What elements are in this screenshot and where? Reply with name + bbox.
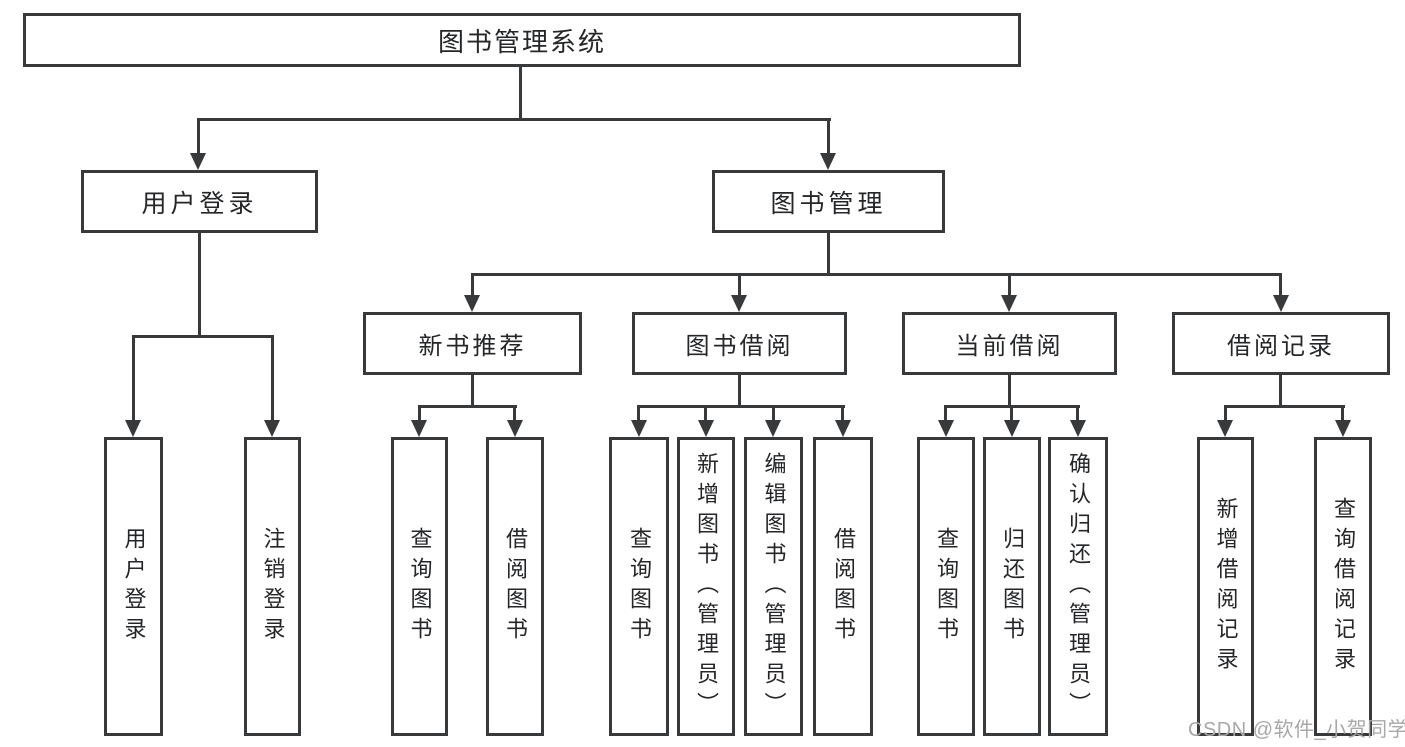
connector-l2-drop (1008, 273, 1011, 297)
connector-book-mgmt-stem (827, 232, 830, 273)
arrow-down-icon (1004, 420, 1020, 437)
connector-leaf-drop (513, 405, 516, 422)
connector-user-login-split (132, 335, 274, 338)
connector-leaf-drop (841, 405, 844, 422)
connector-leaf-drop (1341, 405, 1344, 422)
connector-l2-drop (738, 273, 741, 297)
node-branch-user-login-label: 用户登录 (141, 189, 258, 218)
leaf-current-query-label: 查询图书 (934, 526, 959, 647)
leaf-newbooks-borrow-label: 借阅图书 (503, 526, 528, 647)
leaf-user-login-label: 用户登录 (121, 526, 147, 647)
leaf-logout: 注销登录 (244, 437, 301, 736)
arrow-down-icon (1335, 420, 1351, 437)
connector-book-mgmt-drop (827, 118, 830, 155)
leaf-records-add-label: 新增借阅记录 (1213, 496, 1239, 677)
arrow-down-icon (938, 420, 954, 437)
connector-l2-drop (471, 273, 474, 297)
connector-leaf-drop (1010, 405, 1013, 422)
leaf-newbooks-query: 查询图书 (391, 437, 448, 736)
leaf-borrow-query-label: 查询图书 (627, 526, 652, 647)
leaf-newbooks-query-label: 查询图书 (407, 526, 433, 647)
node-new-books-label: 新书推荐 (418, 333, 527, 360)
connector-leaf-drop (271, 335, 274, 421)
connector-book-borrow-split (637, 405, 845, 408)
watermark: CSDN @软件_小贺同学 (1188, 719, 1405, 741)
connector-leaf-drop (944, 405, 947, 422)
connector-new-books-stem (471, 375, 474, 405)
leaf-records-query-label: 查询借阅记录 (1331, 496, 1356, 677)
arrow-down-icon (190, 153, 206, 170)
connector-new-books-split (418, 405, 517, 408)
connector-root-stem (519, 67, 522, 118)
node-borrow-records: 借阅记录 (1172, 312, 1390, 375)
connector-leaf-drop (772, 405, 775, 422)
node-borrow-records-label: 借阅记录 (1227, 333, 1335, 360)
arrow-down-icon (507, 420, 523, 437)
leaf-borrow-edit-admin-label: 编辑图书（管理员） (761, 451, 787, 722)
leaf-borrow-add-admin: 新增图书（管理员） (677, 437, 735, 736)
arrow-down-icon (1273, 295, 1289, 312)
connector-leaf-drop (132, 335, 135, 421)
arrow-down-icon (765, 420, 781, 437)
node-book-borrow: 图书借阅 (632, 312, 847, 375)
connector-current-borrow-stem (1008, 375, 1011, 405)
leaf-borrow-query: 查询图书 (609, 437, 669, 736)
arrow-down-icon (835, 420, 851, 437)
arrow-down-icon (264, 420, 280, 437)
leaf-records-query: 查询借阅记录 (1314, 437, 1372, 736)
arrow-down-icon (820, 153, 836, 170)
connector-leaf-drop (704, 405, 707, 422)
connector-borrow-records-split (1224, 405, 1345, 408)
connector-user-login-drop (197, 118, 200, 155)
leaf-current-return-label: 归还图书 (1000, 526, 1025, 647)
connector-book-mgmt-split (471, 273, 1282, 276)
node-branch-book-mgmt-label: 图书管理 (770, 189, 887, 218)
leaf-current-query: 查询图书 (917, 437, 975, 736)
arrow-down-icon (125, 420, 141, 437)
leaf-borrow-borrow: 借阅图书 (813, 437, 873, 736)
node-branch-book-mgmt: 图书管理 (712, 170, 945, 233)
connector-root-split (197, 118, 831, 121)
leaf-logout-label: 注销登录 (260, 526, 286, 647)
node-branch-user-login: 用户登录 (81, 170, 318, 233)
arrow-down-icon (731, 295, 747, 312)
arrow-down-icon (1217, 420, 1233, 437)
leaf-borrow-borrow-label: 借阅图书 (831, 526, 856, 647)
connector-l2-drop (1279, 273, 1282, 297)
arrow-down-icon (1070, 420, 1086, 437)
node-book-borrow-label: 图书借阅 (685, 333, 794, 360)
connector-borrow-records-stem (1279, 374, 1282, 405)
leaf-borrow-add-admin-label: 新增图书（管理员） (694, 451, 719, 722)
node-root-label: 图书管理系统 (437, 26, 606, 57)
leaf-records-add: 新增借阅记录 (1197, 437, 1254, 736)
connector-leaf-drop (637, 405, 640, 422)
connector-user-login-stem (198, 232, 201, 335)
leaf-user-login: 用户登录 (104, 437, 163, 736)
leaf-newbooks-borrow: 借阅图书 (486, 437, 544, 736)
node-current-borrow-label: 当前借阅 (955, 333, 1064, 360)
connector-leaf-drop (1224, 405, 1227, 422)
leaf-current-confirm-admin: 确认归还（管理员） (1048, 437, 1108, 736)
arrow-down-icon (631, 420, 647, 437)
connector-leaf-drop (418, 405, 421, 422)
arrow-down-icon (411, 420, 427, 437)
arrow-down-icon (1001, 295, 1017, 312)
arrow-down-icon (698, 420, 714, 437)
node-current-borrow: 当前借阅 (902, 312, 1117, 375)
leaf-current-confirm-admin-label: 确认归还（管理员） (1066, 451, 1091, 722)
connector-leaf-drop (1076, 405, 1079, 422)
connector-book-borrow-stem (738, 375, 741, 405)
leaf-borrow-edit-admin: 编辑图书（管理员） (744, 437, 803, 736)
leaf-current-return: 归还图书 (983, 437, 1041, 736)
node-new-books: 新书推荐 (363, 312, 582, 375)
node-root-system: 图书管理系统 (23, 13, 1021, 67)
arrow-down-icon (464, 295, 480, 312)
